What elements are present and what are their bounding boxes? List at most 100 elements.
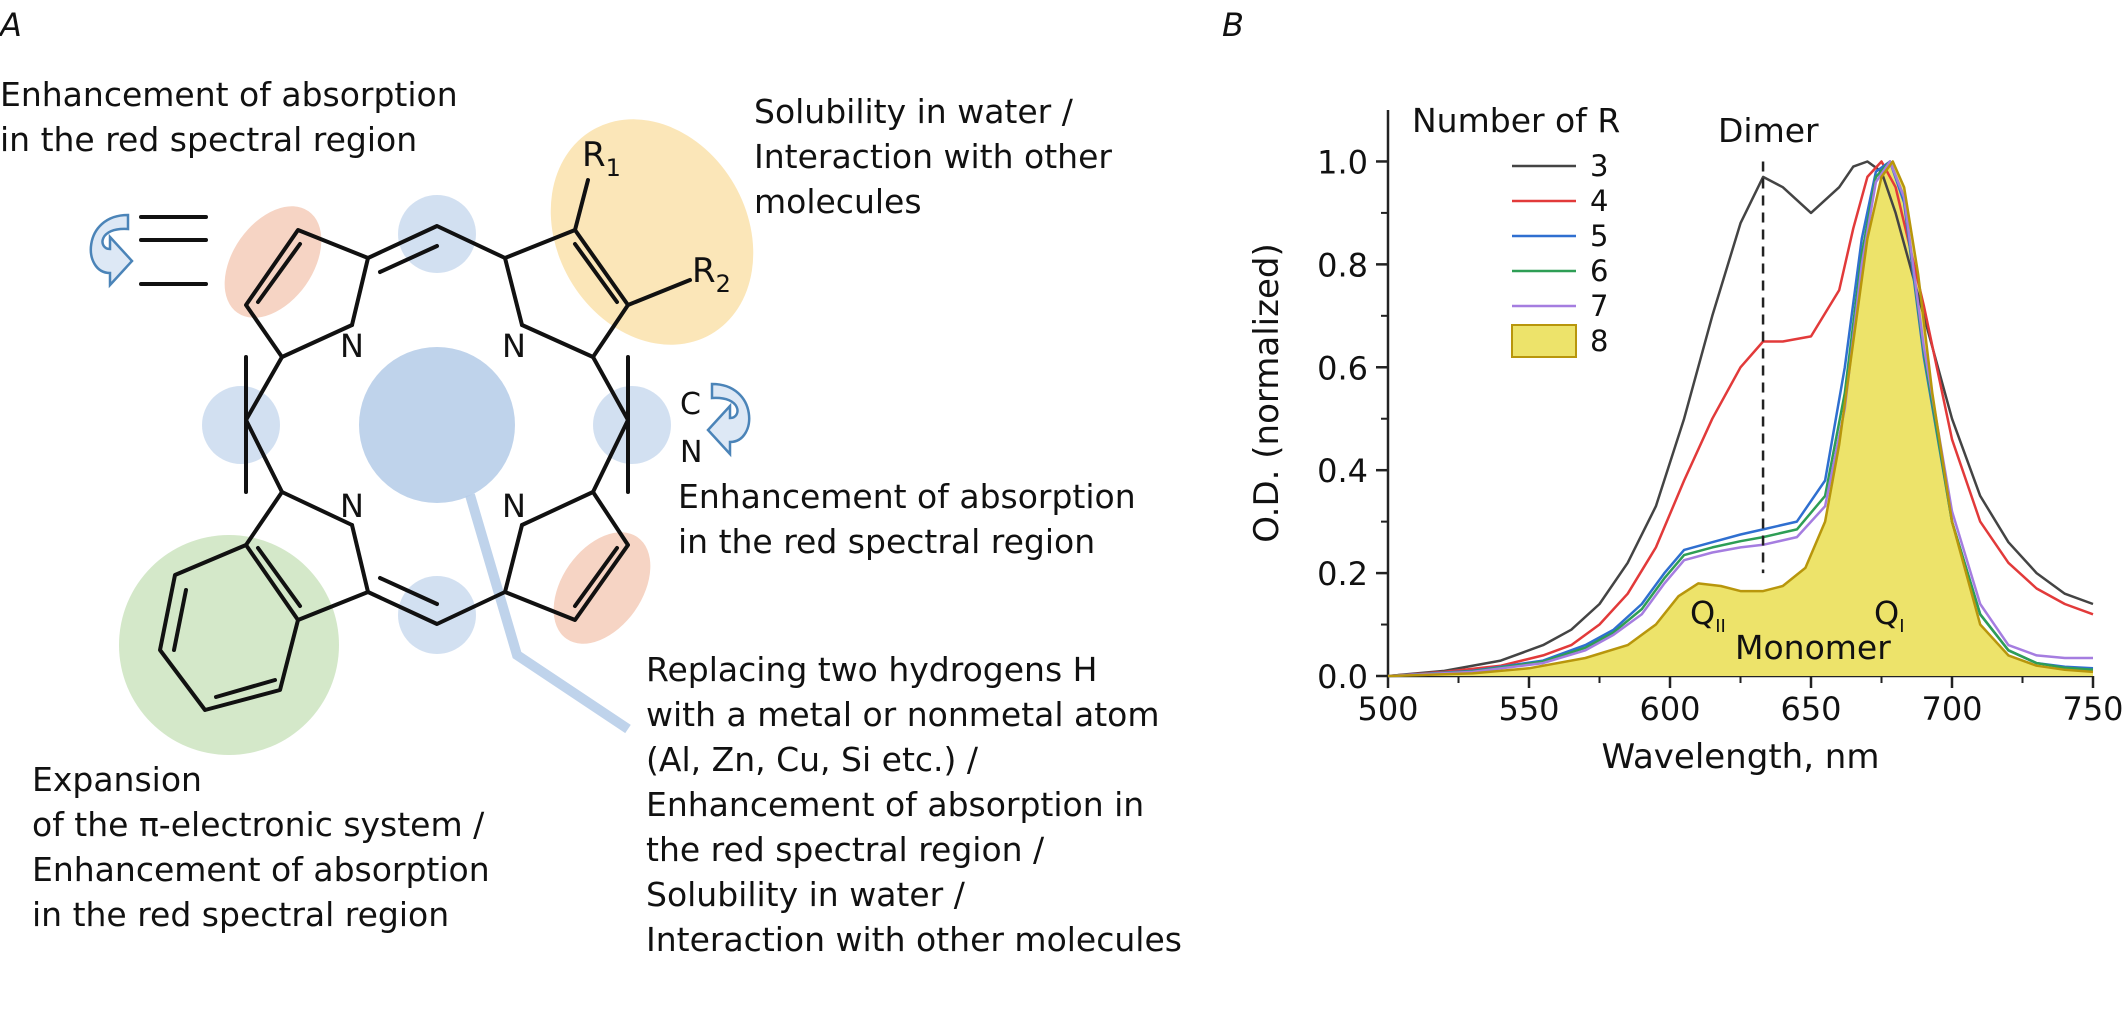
legend-swatch-8 [1511,324,1577,358]
annotation-bottom-right-line-4: Enhancement of absorption in [646,785,1144,824]
annotation-mid-right-line-2: in the red spectral region [678,522,1095,561]
svg-text:R2: R2 [692,251,731,298]
beta-bond-highlight-top [224,206,322,318]
series-3-line [1387,160,2094,678]
legend-label-5: 5 [1590,219,1608,253]
annotation-bottom-right-line-3: (Al, Zn, Cu, Si etc.) / [646,740,979,779]
y-tick-label-3: 0.6 [1317,349,1368,387]
legend-label-3: 3 [1590,149,1608,183]
pyrrole-bottom-right [503,490,630,622]
annotation-top-right-line-3: molecules [754,182,922,221]
meso-highlight-2 [202,386,280,464]
x-tick-label-4: 700 [1921,690,1982,728]
atom-c-label: C [680,387,701,422]
double-bond-tr-beta [573,242,619,304]
atom-n-4: N [502,487,526,525]
legend-label-4: 4 [1590,184,1608,218]
annotation-top-right: Solubility in water / Interaction with o… [754,92,1122,221]
annotation-bottom-right-line-7: Interaction with other molecules [646,920,1182,959]
c-to-n-arrow-icon [706,382,751,458]
bond-br-n [520,490,595,527]
r2-bond [626,278,692,307]
x-tick-label-2: 600 [1639,690,1700,728]
meso-right-join [591,355,630,494]
atom-labels: N N N N [340,327,526,525]
annotation-bottom-right-line-1: Replacing two hydrogens H [646,650,1097,689]
y-tick-label-0: 0.0 [1317,658,1368,696]
curved-arrow-shape [706,382,751,458]
annotation-bottom-right-line-5: the red spectral region / [646,830,1045,869]
series-7-line [1387,160,2093,678]
y-tick-label-4: 0.8 [1317,246,1368,284]
series-4-line [1387,160,2094,678]
porphyrin-structure [139,178,692,712]
q1-subscript: I [1899,616,1904,637]
annotation-bottom-left-line-2: of the π-electronic system / [32,805,485,844]
meso-highlight-1 [398,195,476,273]
metal-site-highlight [359,347,515,503]
y-tick-label-5: 1.0 [1317,143,1368,181]
benzo-ring [158,543,300,712]
x-tick-label-3: 650 [1780,690,1841,728]
benzo-double-2 [214,678,277,699]
q1-letter: Q [1874,594,1899,632]
y-axis-label: O.D. (normalized) [1247,243,1287,542]
y-tick-label-2: 0.4 [1317,452,1368,490]
annotation-bottom-left-line-3: Enhancement of absorption [32,850,490,889]
legend-label-7: 7 [1590,289,1608,323]
r2-subscript: 2 [716,270,731,298]
meso-highlight-3 [593,386,671,464]
series-8-line [1387,160,2094,678]
meso-top-double [378,244,439,274]
substituent-highlight [550,119,754,345]
annotation-bottom-left-line-1: Expansion [32,760,202,799]
r1-bond [573,178,590,232]
legend-label-6: 6 [1590,254,1608,288]
annotation-mid-right: Enhancement of absorption in the red spe… [678,477,1146,561]
meso-bottom-double [378,576,439,606]
r1-label: R1 [582,135,621,182]
monomer-label: Monomer [1735,628,1891,667]
svg-text:R1: R1 [582,135,621,182]
q2-subscript: II [1715,616,1726,637]
double-bond-tl-beta [256,242,302,304]
benzo-highlight [119,535,339,755]
series-8-area [1388,161,2093,676]
panel-a: A N N N N R1 R2 C N Enhancement of absor… [0,6,1182,959]
beta-bond-highlight-bottom [553,532,651,644]
legend-label-8: 8 [1590,324,1608,358]
double-bond-arrow-icon [89,213,134,289]
x-axis-label: Wavelength, nm [1602,737,1880,777]
panel-b-label: B [1222,6,1244,44]
bond-tr-n [520,323,595,359]
pyrrole-top-left [244,228,370,359]
atom-n-2: N [502,327,526,365]
atom-n-1: N [340,327,364,365]
benzo-double-1 [172,588,188,652]
meso-bottom [366,590,507,626]
r2-letter: R [692,251,716,291]
dimer-label: Dimer [1718,111,1819,150]
y-tick-label-1: 0.2 [1317,555,1368,593]
bond-tl-n [280,323,354,359]
annotation-bottom-right-line-2: with a metal or nonmetal atom [646,695,1160,734]
r2-label: R2 [692,251,731,298]
atom-n-3: N [340,487,364,525]
metal-pointer-line [465,493,631,734]
meso-left-join [244,355,284,494]
q2-label: QII [1690,594,1726,637]
annotation-top-left: Enhancement of absorption in the red spe… [0,75,468,159]
r1-subscript: 1 [606,154,621,182]
r1-letter: R [582,135,606,175]
annotation-mid-right-line-1: Enhancement of absorption [678,477,1136,516]
annotation-bottom-right-line-6: Solubility in water / [646,875,966,914]
q2-letter: Q [1690,594,1715,632]
annotation-top-right-line-1: Solubility in water / [754,92,1074,131]
annotation-top-left-line-2: in the red spectral region [0,120,417,159]
annotation-top-left-line-1: Enhancement of absorption [0,75,458,114]
curved-arrow-shape [89,213,134,289]
panel-a-label: A [0,6,22,44]
